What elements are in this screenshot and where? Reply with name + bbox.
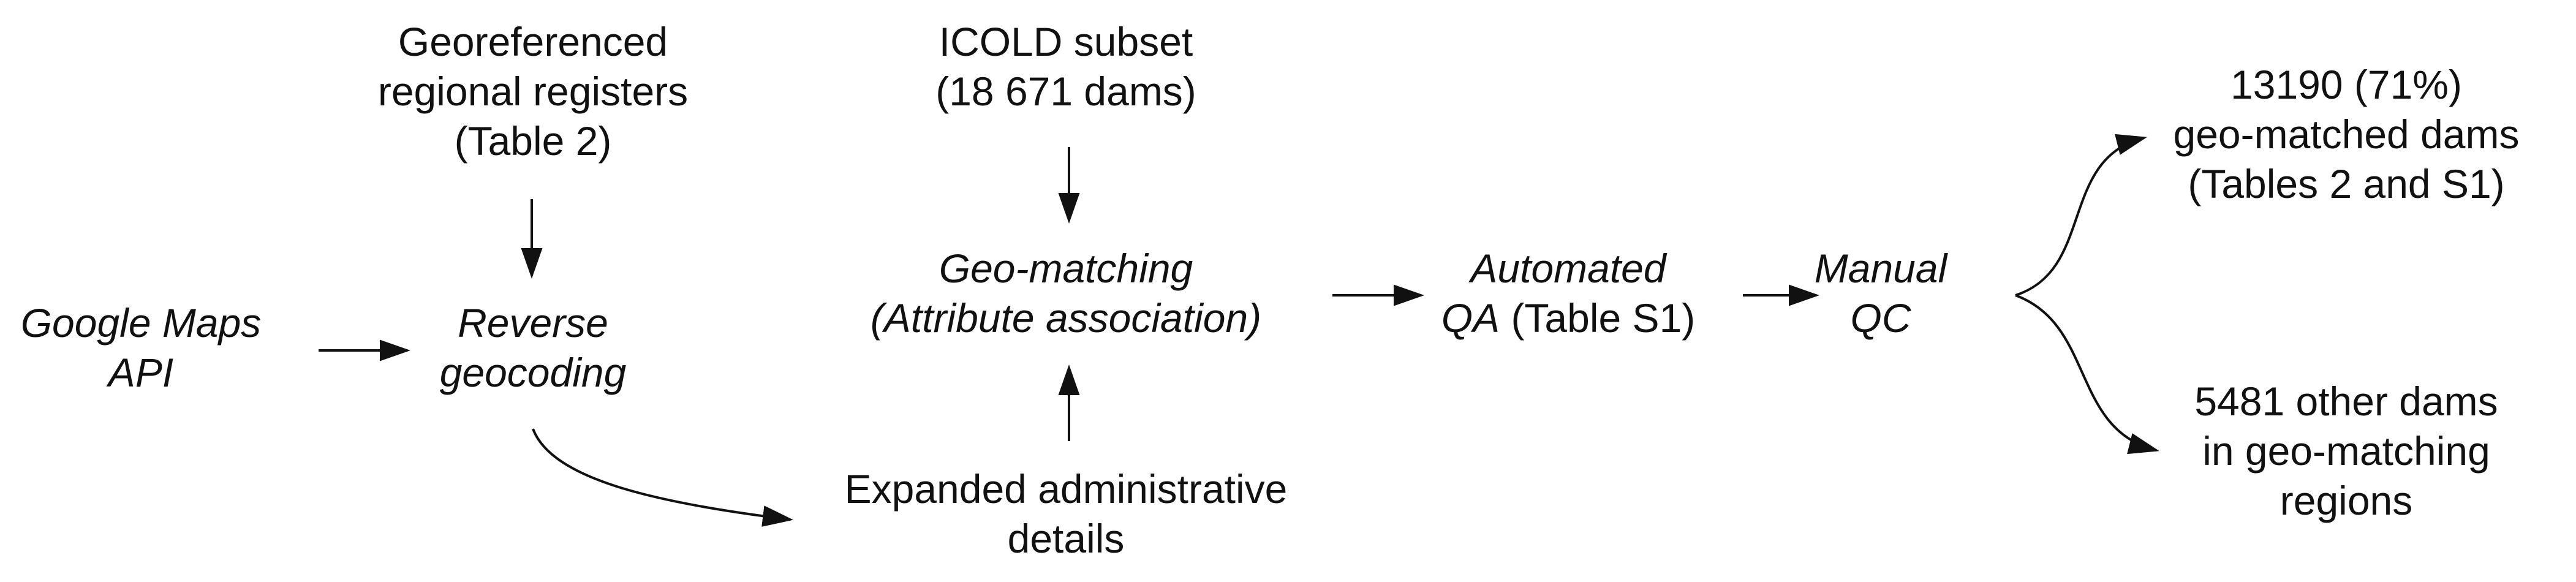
regional-registers-node: Georeferenced regional registers (Table …	[361, 17, 704, 167]
manual-qc-line-2: QC	[1850, 295, 1911, 341]
expanded-details-node: Expanded administrative details	[796, 464, 1335, 564]
google-maps-api-node: Google Maps API	[12, 298, 270, 398]
icold-subset-node: ICOLD subset (18 671 dams)	[894, 17, 1237, 116]
arrow-reverse-geocoding-to-expanded-details	[532, 428, 793, 527]
other-dams-line-3: regions	[2279, 478, 2413, 524]
reverse-geocoding-line-1: Reverse	[458, 300, 608, 346]
manual-qc-node: Manual QC	[1795, 244, 1966, 343]
matched-dams-line-2: geo-matched dams	[2173, 111, 2520, 157]
reverse-geocoding-node: Reverse geocoding	[404, 298, 662, 398]
geo-matching-line-1: Geo-matching	[939, 246, 1193, 291]
regional-registers-line-2: regional registers	[377, 69, 689, 115]
manual-qc-line-1: Manual	[1814, 246, 1947, 291]
regional-registers-line-3: (Table 2)	[454, 118, 612, 164]
expanded-details-line-1: Expanded administrative	[844, 466, 1288, 512]
geo-matching-node: Geo-matching (Attribute association)	[821, 244, 1311, 343]
arrow-manual-qc-to-matched-dams	[2015, 134, 2147, 297]
matched-dams-node: 13190 (71%) geo-matched dams (Tables 2 a…	[2132, 60, 2561, 210]
arrow-manual-qc-to-other-dams	[2015, 294, 2159, 455]
regional-registers-line-1: Georeferenced	[398, 19, 668, 64]
automated-qa-qa-label: QA	[1441, 295, 1500, 341]
google-maps-line-1: Google Maps	[20, 300, 262, 346]
matched-dams-line-1: 13190 (71%)	[2230, 62, 2462, 107]
icold-subset-line-1: ICOLD subset	[939, 19, 1193, 64]
automated-qa-line-1: Automated	[1470, 246, 1666, 291]
automated-qa-table-ref: (Table S1)	[1500, 295, 1696, 341]
expanded-details-line-2: details	[1007, 516, 1125, 562]
icold-subset-line-2: (18 671 dams)	[935, 69, 1196, 115]
reverse-geocoding-line-2: geocoding	[439, 350, 627, 396]
automated-qa-node: Automated QA (Table S1)	[1409, 244, 1728, 343]
geo-matching-line-2: (Attribute association)	[870, 295, 1262, 341]
other-dams-line-2: in geo-matching	[2202, 428, 2490, 474]
other-dams-line-1: 5481 other dams	[2194, 379, 2498, 424]
other-dams-node: 5481 other dams in geo-matching regions	[2144, 377, 2548, 526]
google-maps-line-2: API	[108, 350, 174, 396]
matched-dams-line-3: (Tables 2 and S1)	[2188, 161, 2505, 207]
